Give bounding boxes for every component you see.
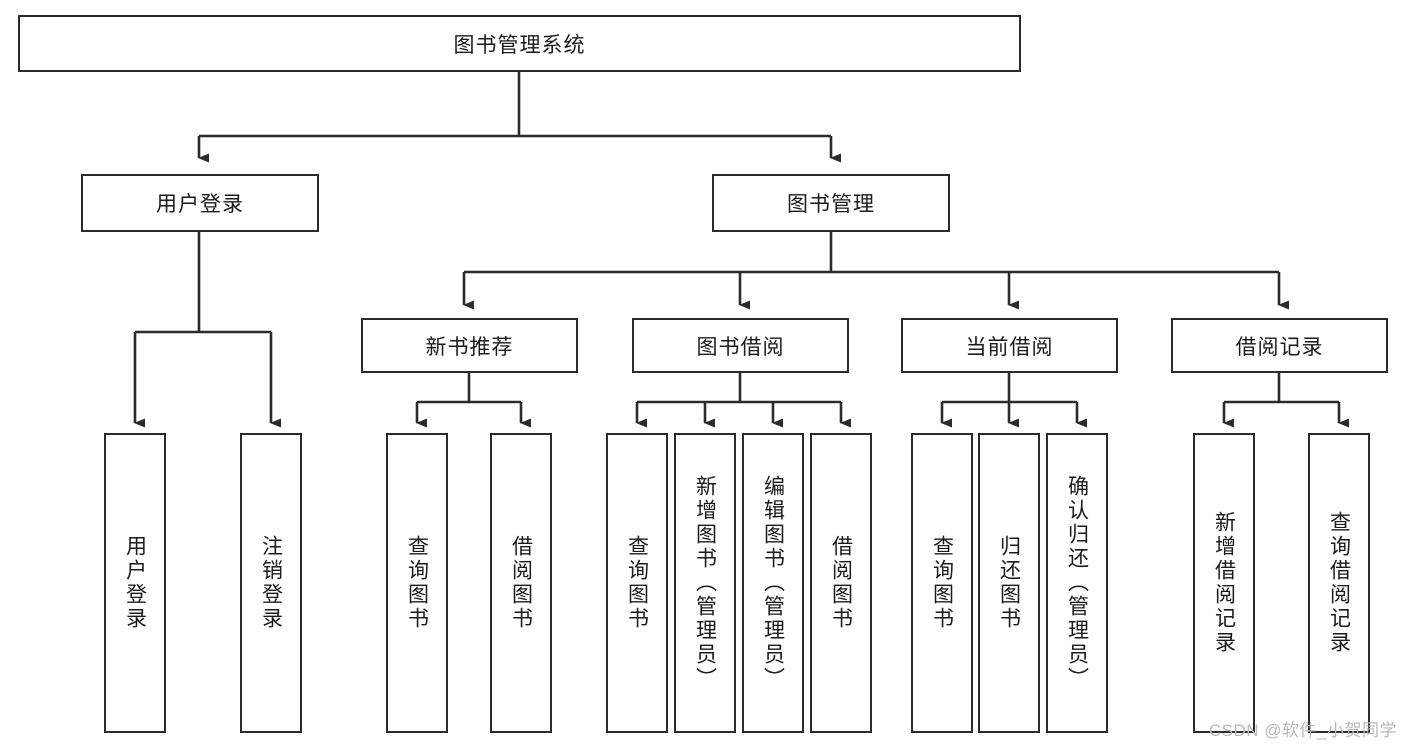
leaf-label: 查询图书 <box>930 535 954 631</box>
leaf-label: 用户登录 <box>123 535 147 631</box>
leaf-query-borrow-record[interactable]: 查询借阅记录 <box>1308 433 1370 733</box>
leaf-borrow-book[interactable]: 借阅图书 <box>810 433 872 733</box>
node-book-management[interactable]: 图书管理 <box>712 174 950 232</box>
leaf-query-book-recommend[interactable]: 查询图书 <box>386 433 448 733</box>
leaf-borrow-book-recommend[interactable]: 借阅图书 <box>490 433 552 733</box>
leaf-label: 查询图书 <box>405 535 429 631</box>
node-current-borrow[interactable]: 当前借阅 <box>901 318 1118 373</box>
leaf-query-book-current[interactable]: 查询图书 <box>911 433 973 733</box>
node-user-login[interactable]: 用户登录 <box>81 174 319 232</box>
leaf-label: 查询图书 <box>625 535 649 631</box>
leaf-label: 确认归还（管理员） <box>1065 475 1089 691</box>
leaf-return-book[interactable]: 归还图书 <box>978 433 1040 733</box>
leaf-logout[interactable]: 注销登录 <box>240 433 302 733</box>
leaf-label: 编辑图书（管理员） <box>761 475 785 691</box>
leaf-query-book-borrow[interactable]: 查询图书 <box>606 433 668 733</box>
leaf-label: 借阅图书 <box>509 535 533 631</box>
node-book-borrow[interactable]: 图书借阅 <box>632 318 849 373</box>
node-borrow-records[interactable]: 借阅记录 <box>1171 318 1388 373</box>
node-new-book-recommend[interactable]: 新书推荐 <box>361 318 578 373</box>
watermark: CSDN @软件_小贺同学 <box>1208 721 1397 740</box>
leaf-label: 新增借阅记录 <box>1212 511 1236 655</box>
leaf-label: 新增图书（管理员） <box>693 475 717 691</box>
leaf-label: 注销登录 <box>259 535 283 631</box>
leaf-user-login[interactable]: 用户登录 <box>104 433 166 733</box>
node-root[interactable]: 图书管理系统 <box>18 15 1021 72</box>
leaf-edit-book-admin[interactable]: 编辑图书（管理员） <box>742 433 804 733</box>
leaf-label: 查询借阅记录 <box>1327 511 1351 655</box>
leaf-confirm-return-admin[interactable]: 确认归还（管理员） <box>1046 433 1108 733</box>
leaf-add-borrow-record[interactable]: 新增借阅记录 <box>1193 433 1255 733</box>
leaf-label: 归还图书 <box>997 535 1021 631</box>
leaf-label: 借阅图书 <box>829 535 853 631</box>
leaf-add-book-admin[interactable]: 新增图书（管理员） <box>674 433 736 733</box>
